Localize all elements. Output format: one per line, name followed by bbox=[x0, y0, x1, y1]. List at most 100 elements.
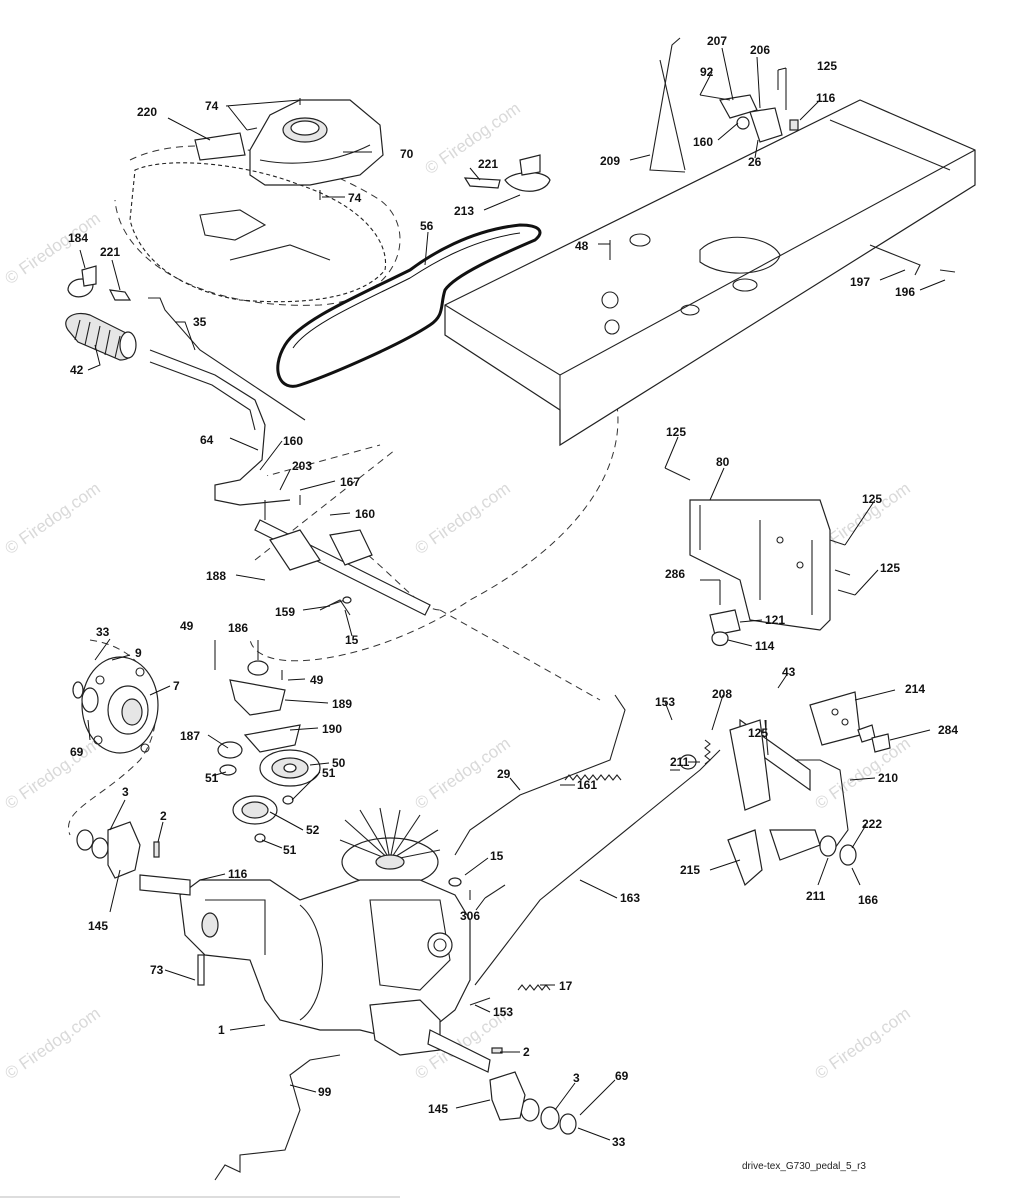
callout-label: 3 bbox=[573, 1071, 580, 1085]
callout-label: 221 bbox=[100, 245, 120, 259]
callout-label: 80 bbox=[716, 455, 730, 469]
callout-label: 211 bbox=[806, 889, 826, 903]
callout-label: 64 bbox=[200, 433, 214, 447]
callout-label: 15 bbox=[490, 849, 504, 863]
callout-label: 7 bbox=[173, 679, 180, 693]
callout-label: 121 bbox=[765, 613, 785, 627]
drawing-caption: drive-tex_G730_pedal_5_r3 bbox=[742, 1161, 866, 1172]
callout-label: 286 bbox=[665, 567, 685, 581]
callout-label: 51 bbox=[322, 766, 336, 780]
cooling-fan bbox=[339, 807, 441, 887]
callout-label: 210 bbox=[878, 771, 898, 785]
callout-label: 188 bbox=[206, 569, 226, 583]
callout-label: 42 bbox=[70, 363, 84, 377]
callout-label: 48 bbox=[575, 239, 589, 253]
grip-42 bbox=[65, 312, 137, 361]
callout-label: 99 bbox=[318, 1085, 332, 1099]
callout-label: 50 bbox=[332, 756, 346, 770]
transaxle bbox=[139, 874, 491, 1073]
callout-label: 284 bbox=[938, 723, 958, 737]
callout-label: 9 bbox=[135, 646, 142, 660]
callout-label: 51 bbox=[283, 843, 297, 857]
callout-label: 159 bbox=[275, 605, 295, 619]
idler-brackets bbox=[214, 650, 301, 753]
callout-label: 69 bbox=[70, 745, 84, 759]
callout-label: 70 bbox=[400, 147, 414, 161]
watermark: © Firedog.com bbox=[1, 479, 103, 559]
callout-label: 160 bbox=[283, 434, 303, 448]
callout-label: 161 bbox=[577, 778, 597, 792]
rod-99 bbox=[214, 1054, 341, 1181]
drive-belt bbox=[276, 223, 542, 388]
callout-label: 187 bbox=[180, 729, 200, 743]
callout-label: 29 bbox=[497, 767, 511, 781]
watermark: © Firedog.com bbox=[811, 1004, 913, 1084]
callout-label: 51 bbox=[205, 771, 219, 785]
callout-label: 92 bbox=[700, 65, 714, 79]
callout-label: 74 bbox=[348, 191, 362, 205]
fender-body bbox=[194, 99, 384, 186]
lever-bracket bbox=[699, 70, 799, 143]
callout-label: 125 bbox=[862, 492, 882, 506]
leader-lines bbox=[79, 47, 946, 1141]
callout-label: 3 bbox=[122, 785, 129, 799]
callout-label: 153 bbox=[493, 1005, 513, 1019]
callout-label: 160 bbox=[693, 135, 713, 149]
springs bbox=[517, 739, 711, 991]
callout-label: 190 bbox=[322, 722, 342, 736]
wheel-hub bbox=[72, 656, 159, 754]
callout-label: 213 bbox=[454, 204, 474, 218]
callout-label: 26 bbox=[748, 155, 762, 169]
left-knobs bbox=[67, 265, 132, 301]
callout-label: 203 bbox=[292, 459, 312, 473]
callout-label: 189 bbox=[332, 697, 352, 711]
pedal-bracket bbox=[664, 467, 856, 647]
callout-label: 207 bbox=[707, 34, 727, 48]
callout-label: 52 bbox=[306, 823, 320, 837]
pulleys bbox=[217, 741, 321, 843]
small-hardware bbox=[246, 98, 956, 1006]
callout-label: 15 bbox=[345, 633, 359, 647]
pedal-shaft bbox=[254, 495, 431, 616]
callout-label: 196 bbox=[895, 285, 915, 299]
callout-label: 214 bbox=[905, 682, 925, 696]
callout-label: 74 bbox=[205, 99, 219, 113]
callout-label: 33 bbox=[96, 625, 110, 639]
lift-lever bbox=[649, 37, 686, 173]
callout-label: 160 bbox=[355, 507, 375, 521]
callout-label: 125 bbox=[880, 561, 900, 575]
callout-label: 208 bbox=[712, 687, 732, 701]
callout-label: 163 bbox=[620, 891, 640, 905]
decal-220 bbox=[194, 132, 246, 161]
callout-label: 43 bbox=[782, 665, 796, 679]
callout-label: 69 bbox=[615, 1069, 629, 1083]
chassis-frame bbox=[444, 99, 976, 447]
callout-label: 2 bbox=[523, 1045, 530, 1059]
callout-label: 116 bbox=[228, 867, 248, 881]
callout-label: 153 bbox=[655, 695, 675, 709]
callout-label: 49 bbox=[310, 673, 324, 687]
watermark: © Firedog.com bbox=[421, 99, 523, 179]
callout-label: 116 bbox=[816, 91, 836, 105]
watermark: © Firedog.com bbox=[811, 734, 913, 814]
callout-label: 35 bbox=[193, 315, 207, 329]
callout-label: 17 bbox=[559, 979, 573, 993]
watermark: © Firedog.com bbox=[411, 479, 513, 559]
callout-label: 145 bbox=[428, 1102, 448, 1116]
watermark: © Firedog.com bbox=[1, 1004, 103, 1084]
callout-labels: 220 74 70 74 184 221 35 42 56 221 213 20… bbox=[68, 34, 958, 1149]
callout-label: 145 bbox=[88, 919, 108, 933]
callout-label: 220 bbox=[137, 105, 157, 119]
callout-label: 56 bbox=[420, 219, 434, 233]
watermark: © Firedog.com bbox=[1, 734, 103, 814]
knob-parts bbox=[463, 154, 551, 192]
body-shroud bbox=[129, 162, 387, 303]
callout-label: 125 bbox=[817, 59, 837, 73]
callout-label: 206 bbox=[750, 43, 770, 57]
callout-label: 197 bbox=[850, 275, 870, 289]
callout-label: 215 bbox=[680, 863, 700, 877]
shaft-assembly bbox=[148, 297, 306, 506]
callout-label: 33 bbox=[612, 1135, 626, 1149]
